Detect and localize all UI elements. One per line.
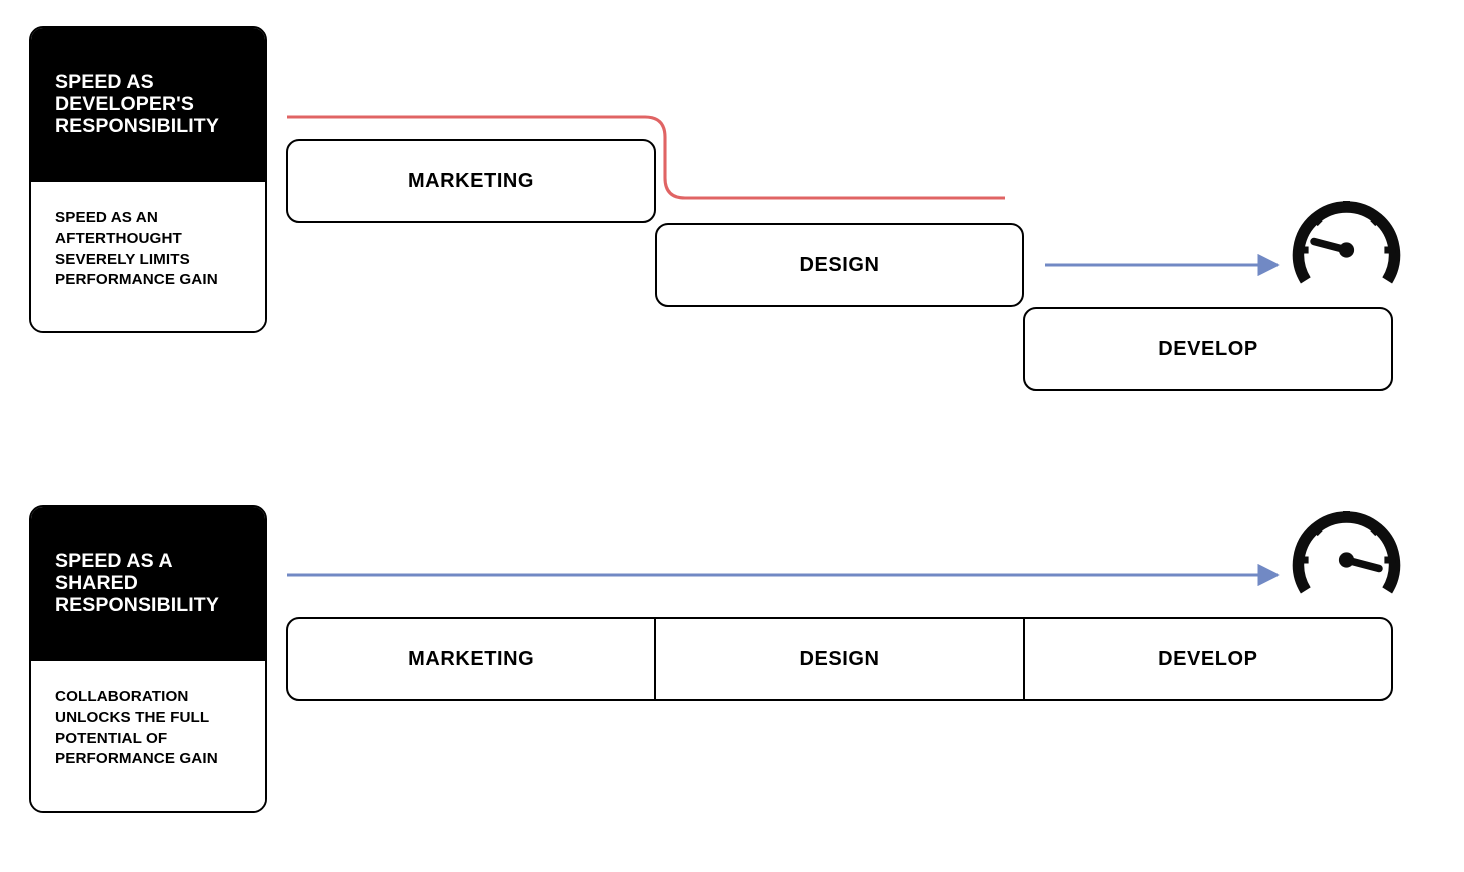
info-card-heading: SPEED AS A SHARED RESPONSIBILITY bbox=[55, 550, 219, 616]
info-card-heading-panel: SPEED AS A SHARED RESPONSIBILITY bbox=[31, 507, 265, 661]
stage-label-marketing-2: MARKETING bbox=[408, 647, 535, 670]
combined-stage-bar: MARKETING DESIGN DEVELOP bbox=[286, 617, 1393, 701]
stage-box-develop-2[interactable]: DEVELOP bbox=[1022, 619, 1391, 699]
stage-label-marketing: MARKETING bbox=[407, 169, 535, 192]
stage-box-design-2[interactable]: DESIGN bbox=[654, 619, 1022, 699]
stage-box-marketing[interactable]: MARKETING bbox=[286, 139, 656, 223]
speedometer-icon-low bbox=[1292, 201, 1401, 284]
info-card-body: SPEED AS AN AFTERTHOUGHT SEVERELY LIMITS… bbox=[55, 209, 218, 289]
stage-box-marketing-2[interactable]: MARKETING bbox=[288, 619, 654, 699]
stage-box-design[interactable]: DESIGN bbox=[655, 223, 1024, 307]
info-card-developer-responsibility: SPEED AS DEVELOPER'S RESPONSIBILITY SPEE… bbox=[29, 26, 267, 333]
stage-label-design: DESIGN bbox=[799, 253, 880, 276]
stage-box-develop[interactable]: DEVELOP bbox=[1023, 307, 1393, 391]
info-card-body-panel: SPEED AS AN AFTERTHOUGHT SEVERELY LIMITS… bbox=[31, 182, 265, 331]
info-card-shared-responsibility: SPEED AS A SHARED RESPONSIBILITY COLLABO… bbox=[29, 505, 267, 813]
stage-label-develop: DEVELOP bbox=[1158, 337, 1258, 360]
info-card-body: COLLABORATION UNLOCKS THE FULL POTENTIAL… bbox=[55, 688, 218, 768]
speedometer-icon-high bbox=[1292, 511, 1401, 594]
info-card-heading: SPEED AS DEVELOPER'S RESPONSIBILITY bbox=[55, 71, 219, 137]
stage-label-develop-2: DEVELOP bbox=[1158, 647, 1258, 670]
stage-label-design-2: DESIGN bbox=[799, 647, 880, 670]
info-card-body-panel: COLLABORATION UNLOCKS THE FULL POTENTIAL… bbox=[31, 661, 265, 811]
info-card-heading-panel: SPEED AS DEVELOPER'S RESPONSIBILITY bbox=[31, 28, 265, 182]
